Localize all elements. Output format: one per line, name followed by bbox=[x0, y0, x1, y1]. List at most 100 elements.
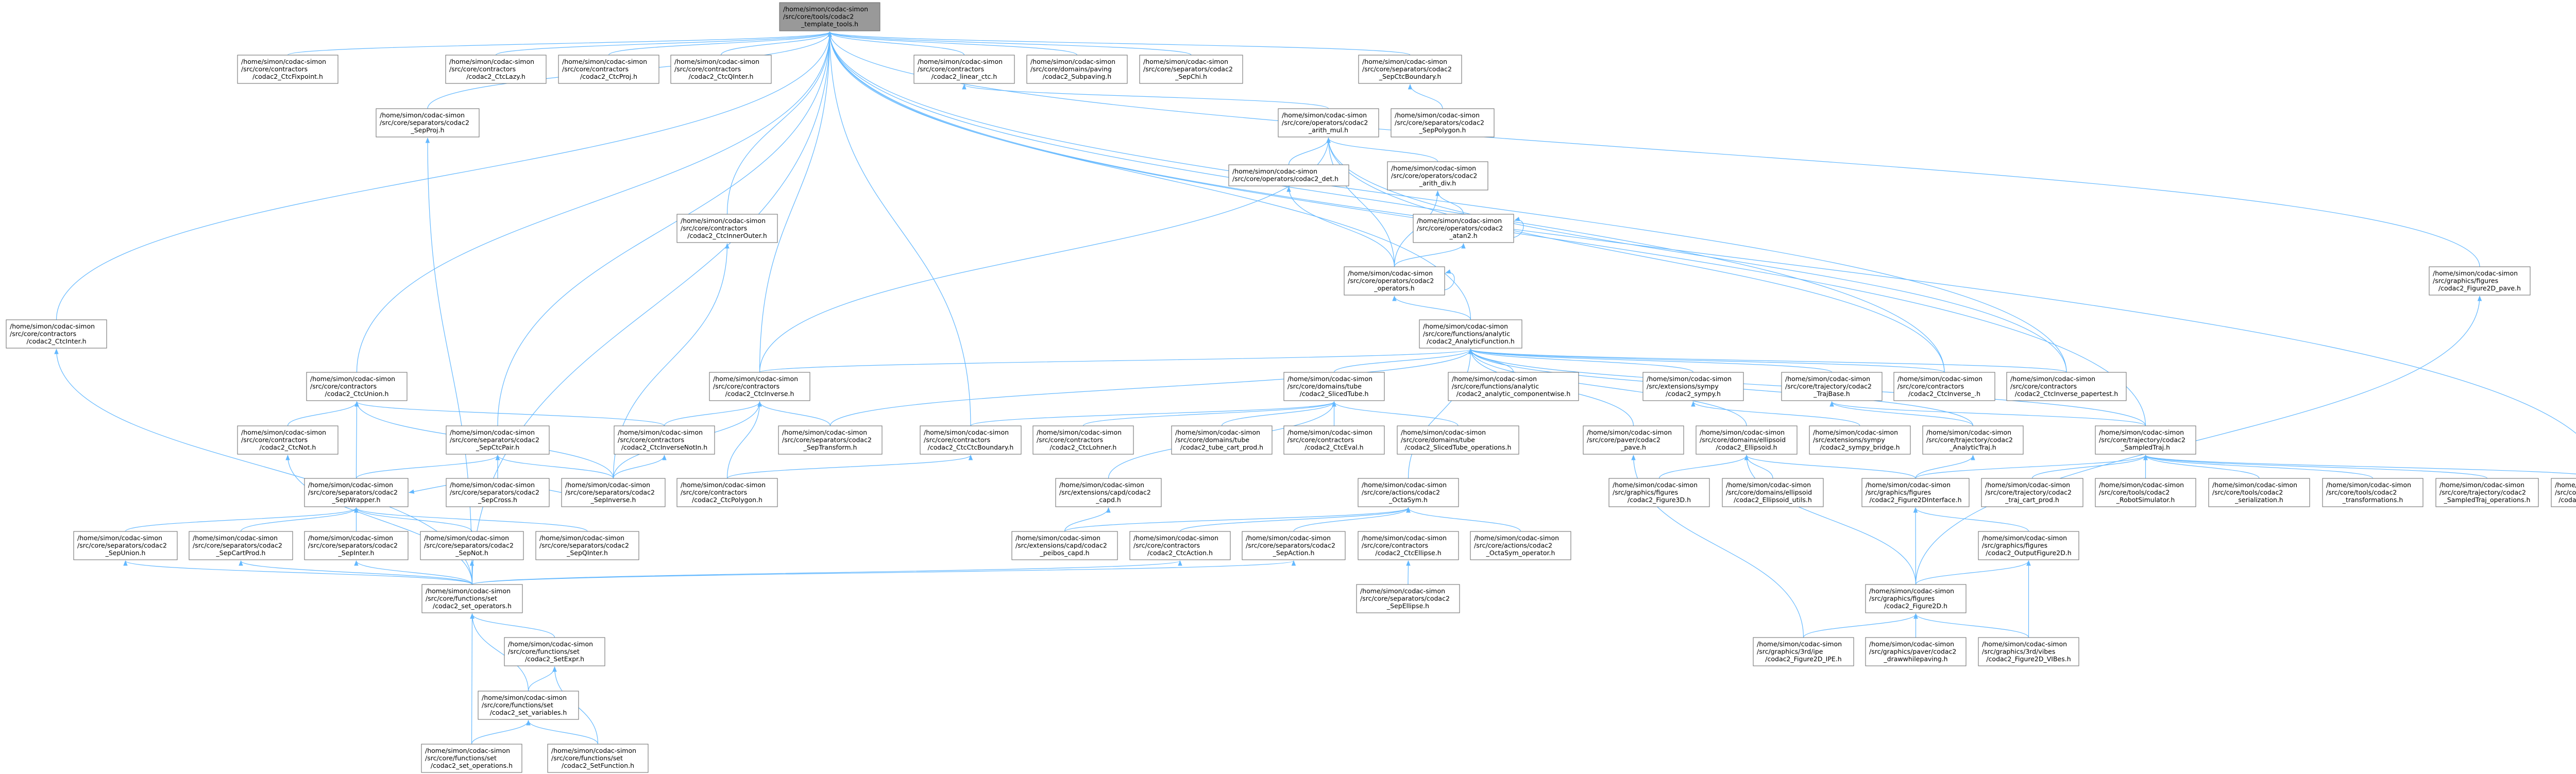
node-pave[interactable]: /home/simon/codac-simon/src/core/paver/c… bbox=[1583, 425, 1684, 455]
node-sampledtraj[interactable]: /home/simon/codac-simon/src/core/traject… bbox=[2095, 425, 2196, 455]
node-ctcfixpoint[interactable]: /home/simon/codac-simon/src/core/contrac… bbox=[237, 55, 338, 84]
node-ctcaction[interactable]: /home/simon/codac-simon/src/core/contrac… bbox=[1129, 531, 1231, 560]
node-sampledtrajeval[interactable]: /home/simon/codac-simon/src/core/traject… bbox=[2551, 478, 2576, 507]
node-box bbox=[2429, 266, 2531, 296]
node-set-operations[interactable]: /home/simon/codac-simon/src/core/functio… bbox=[421, 744, 522, 773]
node-sympy-bridge[interactable]: /home/simon/codac-simon/src/extensions/s… bbox=[1809, 425, 1911, 455]
node-peibos-capd[interactable]: /home/simon/codac-simon/src/extensions/c… bbox=[1011, 531, 1118, 560]
node-setexpr[interactable]: /home/simon/codac-simon/src/core/functio… bbox=[504, 637, 605, 666]
node-sepaction[interactable]: /home/simon/codac-simon/src/core/separat… bbox=[1242, 531, 1346, 560]
node-analyticfunction[interactable]: /home/simon/codac-simon/src/core/functio… bbox=[1419, 319, 1522, 349]
node-ctcqinter[interactable]: /home/simon/codac-simon/src/core/contrac… bbox=[670, 55, 772, 84]
node-septransform[interactable]: /home/simon/codac-simon/src/core/separat… bbox=[778, 425, 883, 455]
node-ellipsoid-utils[interactable]: /home/simon/codac-simon/src/core/domains… bbox=[1722, 478, 1824, 507]
node-box bbox=[446, 478, 550, 507]
node-label-line: /codac2_tube_cart_prod.h bbox=[1180, 443, 1263, 451]
node-octasym-operator[interactable]: /home/simon/codac-simon/src/core/actions… bbox=[1470, 531, 1571, 560]
node-subpaving[interactable]: /home/simon/codac-simon/src/core/domains… bbox=[1026, 55, 1128, 84]
edge-set_operators-to-CtcNot bbox=[285, 454, 473, 585]
node-tube-cart-prod[interactable]: /home/simon/codac-simon/src/core/domains… bbox=[1171, 425, 1273, 455]
node-sepctcpair[interactable]: /home/simon/codac-simon/src/core/separat… bbox=[446, 425, 550, 455]
node-figure2d[interactable]: /home/simon/codac-simon/src/graphics/fig… bbox=[1865, 584, 1967, 613]
node-label-line: /home/simon/codac-simon bbox=[1391, 164, 1476, 172]
node-figure2d-vibes[interactable]: /home/simon/codac-simon/src/graphics/3rd… bbox=[1978, 637, 2079, 666]
node-sepellipse[interactable]: /home/simon/codac-simon/src/core/separat… bbox=[1356, 584, 1460, 613]
node-label-line: /src/core/functions/set bbox=[426, 594, 497, 602]
node-setfunction[interactable]: /home/simon/codac-simon/src/core/functio… bbox=[547, 744, 649, 773]
node-operators[interactable]: /home/simon/codac-simon/src/core/operato… bbox=[1344, 266, 1445, 296]
node-template-tools[interactable]: /home/simon/codac-simon/src/core/tools/c… bbox=[779, 2, 880, 31]
node-slicedtube-operations[interactable]: /home/simon/codac-simon/src/core/domains… bbox=[1397, 425, 1519, 455]
edge-AnalyticTraj-to-TrajBase bbox=[1829, 401, 1974, 426]
node-sepinter[interactable]: /home/simon/codac-simon/src/core/separat… bbox=[304, 531, 409, 560]
node-sepcartprod[interactable]: /home/simon/codac-simon/src/core/separat… bbox=[189, 531, 293, 560]
node-ctceval[interactable]: /home/simon/codac-simon/src/core/contrac… bbox=[1283, 425, 1385, 455]
node-figure2dinterface[interactable]: /home/simon/codac-simon/src/graphics/fig… bbox=[1861, 478, 1970, 507]
node-ctclohner[interactable]: /home/simon/codac-simon/src/core/contrac… bbox=[1032, 425, 1134, 455]
node-analytic-componentwise[interactable]: /home/simon/codac-simon/src/core/functio… bbox=[1448, 372, 1579, 401]
node-capd[interactable]: /home/simon/codac-simon/src/extensions/c… bbox=[1055, 478, 1162, 507]
node-ctcinverse-papertest[interactable]: /home/simon/codac-simon/src/core/contrac… bbox=[2006, 372, 2127, 401]
node-ctcinnerouter[interactable]: /home/simon/codac-simon/src/core/contrac… bbox=[676, 214, 778, 243]
node-label-line: /src/core/trajectory/codac2 bbox=[1785, 382, 1872, 390]
node-slicedtube[interactable]: /home/simon/codac-simon/src/core/domains… bbox=[1283, 372, 1385, 401]
node-box bbox=[237, 425, 338, 455]
node-set-variables[interactable]: /home/simon/codac-simon/src/core/functio… bbox=[478, 691, 579, 720]
node-atan2[interactable]: /home/simon/codac-simon/src/core/operato… bbox=[1413, 214, 1514, 243]
edge-det-to-arith_mul bbox=[1288, 137, 1331, 165]
node-octasym[interactable]: /home/simon/codac-simon/src/core/actions… bbox=[1358, 478, 1459, 507]
node-label-line: _RobotSimulator.h bbox=[2116, 496, 2175, 504]
node-box bbox=[1139, 55, 1243, 84]
node-det[interactable]: /home/simon/codac-simon/src/core/operato… bbox=[1228, 164, 1349, 186]
node-outputfigure2d[interactable]: /home/simon/codac-simon/src/graphics/fig… bbox=[1978, 531, 2079, 560]
node-ctcnot[interactable]: /home/simon/codac-simon/src/core/contrac… bbox=[237, 425, 338, 455]
node-sepqinter[interactable]: /home/simon/codac-simon/src/core/separat… bbox=[535, 531, 639, 560]
node-transformations[interactable]: /home/simon/codac-simon/src/core/tools/c… bbox=[2322, 478, 2424, 507]
node-sympy[interactable]: /home/simon/codac-simon/src/extensions/s… bbox=[1642, 372, 1744, 401]
node-figure3d[interactable]: /home/simon/codac-simon/src/graphics/fig… bbox=[1608, 478, 1710, 507]
node-box bbox=[2208, 478, 2310, 507]
node-ctclazy[interactable]: /home/simon/codac-simon/src/core/contrac… bbox=[445, 55, 547, 84]
node-sepwrapper[interactable]: /home/simon/codac-simon/src/core/separat… bbox=[304, 478, 409, 507]
node-sepunion[interactable]: /home/simon/codac-simon/src/core/separat… bbox=[73, 531, 178, 560]
node-sepnot[interactable]: /home/simon/codac-simon/src/core/separat… bbox=[420, 531, 524, 560]
node-sampledtraj-operations[interactable]: /home/simon/codac-simon/src/core/traject… bbox=[2435, 478, 2539, 507]
node-ctcunion[interactable]: /home/simon/codac-simon/src/core/contrac… bbox=[306, 372, 408, 401]
node-ctcinter[interactable]: /home/simon/codac-simon/src/core/contrac… bbox=[6, 319, 107, 349]
node-serialization[interactable]: /home/simon/codac-simon/src/core/tools/c… bbox=[2208, 478, 2310, 507]
node-box bbox=[304, 531, 409, 560]
node-sepproj[interactable]: /home/simon/codac-simon/src/core/separat… bbox=[376, 108, 480, 137]
node-sepinverse[interactable]: /home/simon/codac-simon/src/core/separat… bbox=[561, 478, 666, 507]
node-ctcinverse-[interactable]: /home/simon/codac-simon/src/core/contrac… bbox=[1893, 372, 1995, 401]
node-label-line: _SampledTraj_operations.h bbox=[2444, 496, 2531, 504]
node-sepchi[interactable]: /home/simon/codac-simon/src/core/separat… bbox=[1139, 55, 1243, 84]
node-trajbase[interactable]: /home/simon/codac-simon/src/core/traject… bbox=[1781, 372, 1883, 401]
node-figure2d-pave[interactable]: /home/simon/codac-simon/src/graphics/fig… bbox=[2429, 266, 2531, 296]
node-figure2d-ipe[interactable]: /home/simon/codac-simon/src/graphics/3rd… bbox=[1753, 637, 1854, 666]
node-drawwhilepaving[interactable]: /home/simon/codac-simon/src/graphics/pav… bbox=[1865, 637, 1967, 666]
node-box bbox=[1344, 266, 1445, 296]
node-ctcellipse[interactable]: /home/simon/codac-simon/src/core/contrac… bbox=[1358, 531, 1459, 560]
node-robotsimulator[interactable]: /home/simon/codac-simon/src/core/tools/c… bbox=[2095, 478, 2196, 507]
node-ellipsoid[interactable]: /home/simon/codac-simon/src/core/domains… bbox=[1696, 425, 1798, 455]
node-set-operators[interactable]: /home/simon/codac-simon/src/core/functio… bbox=[421, 584, 523, 613]
node-sepctcboundary[interactable]: /home/simon/codac-simon/src/core/separat… bbox=[1358, 55, 1462, 84]
node-ctcinversenotin[interactable]: /home/simon/codac-simon/src/core/contrac… bbox=[614, 425, 715, 455]
node-arith-div[interactable]: /home/simon/codac-simon/src/core/operato… bbox=[1387, 161, 1488, 191]
node-ctcinverse[interactable]: /home/simon/codac-simon/src/core/contrac… bbox=[709, 372, 810, 401]
node-ctcpolygon[interactable]: /home/simon/codac-simon/src/core/contrac… bbox=[676, 478, 778, 507]
node-analytictraj[interactable]: /home/simon/codac-simon/src/core/traject… bbox=[1922, 425, 2024, 455]
node-sepcross[interactable]: /home/simon/codac-simon/src/core/separat… bbox=[446, 478, 550, 507]
node-ctcproj[interactable]: /home/simon/codac-simon/src/core/contrac… bbox=[558, 55, 659, 84]
node-ctcctcboundary[interactable]: /home/simon/codac-simon/src/core/contrac… bbox=[920, 425, 1022, 455]
node-arith-mul[interactable]: /home/simon/codac-simon/src/core/operato… bbox=[1278, 108, 1379, 137]
node-traj-cart-prod[interactable]: /home/simon/codac-simon/src/core/traject… bbox=[1981, 478, 2083, 507]
node-label-line: _arith_div.h bbox=[1419, 179, 1456, 187]
node-label-line: /codac2_SetFunction.h bbox=[562, 762, 634, 769]
node-label-line: /codac2_CtcAction.h bbox=[1147, 549, 1213, 557]
node-label-line: /home/simon/codac-simon bbox=[565, 481, 650, 489]
node-seppolygon[interactable]: /home/simon/codac-simon/src/core/separat… bbox=[1391, 108, 1495, 137]
node-linear-ctc[interactable]: /home/simon/codac-simon/src/core/contrac… bbox=[913, 55, 1015, 84]
node-label-line: _SepInverse.h bbox=[590, 496, 636, 504]
